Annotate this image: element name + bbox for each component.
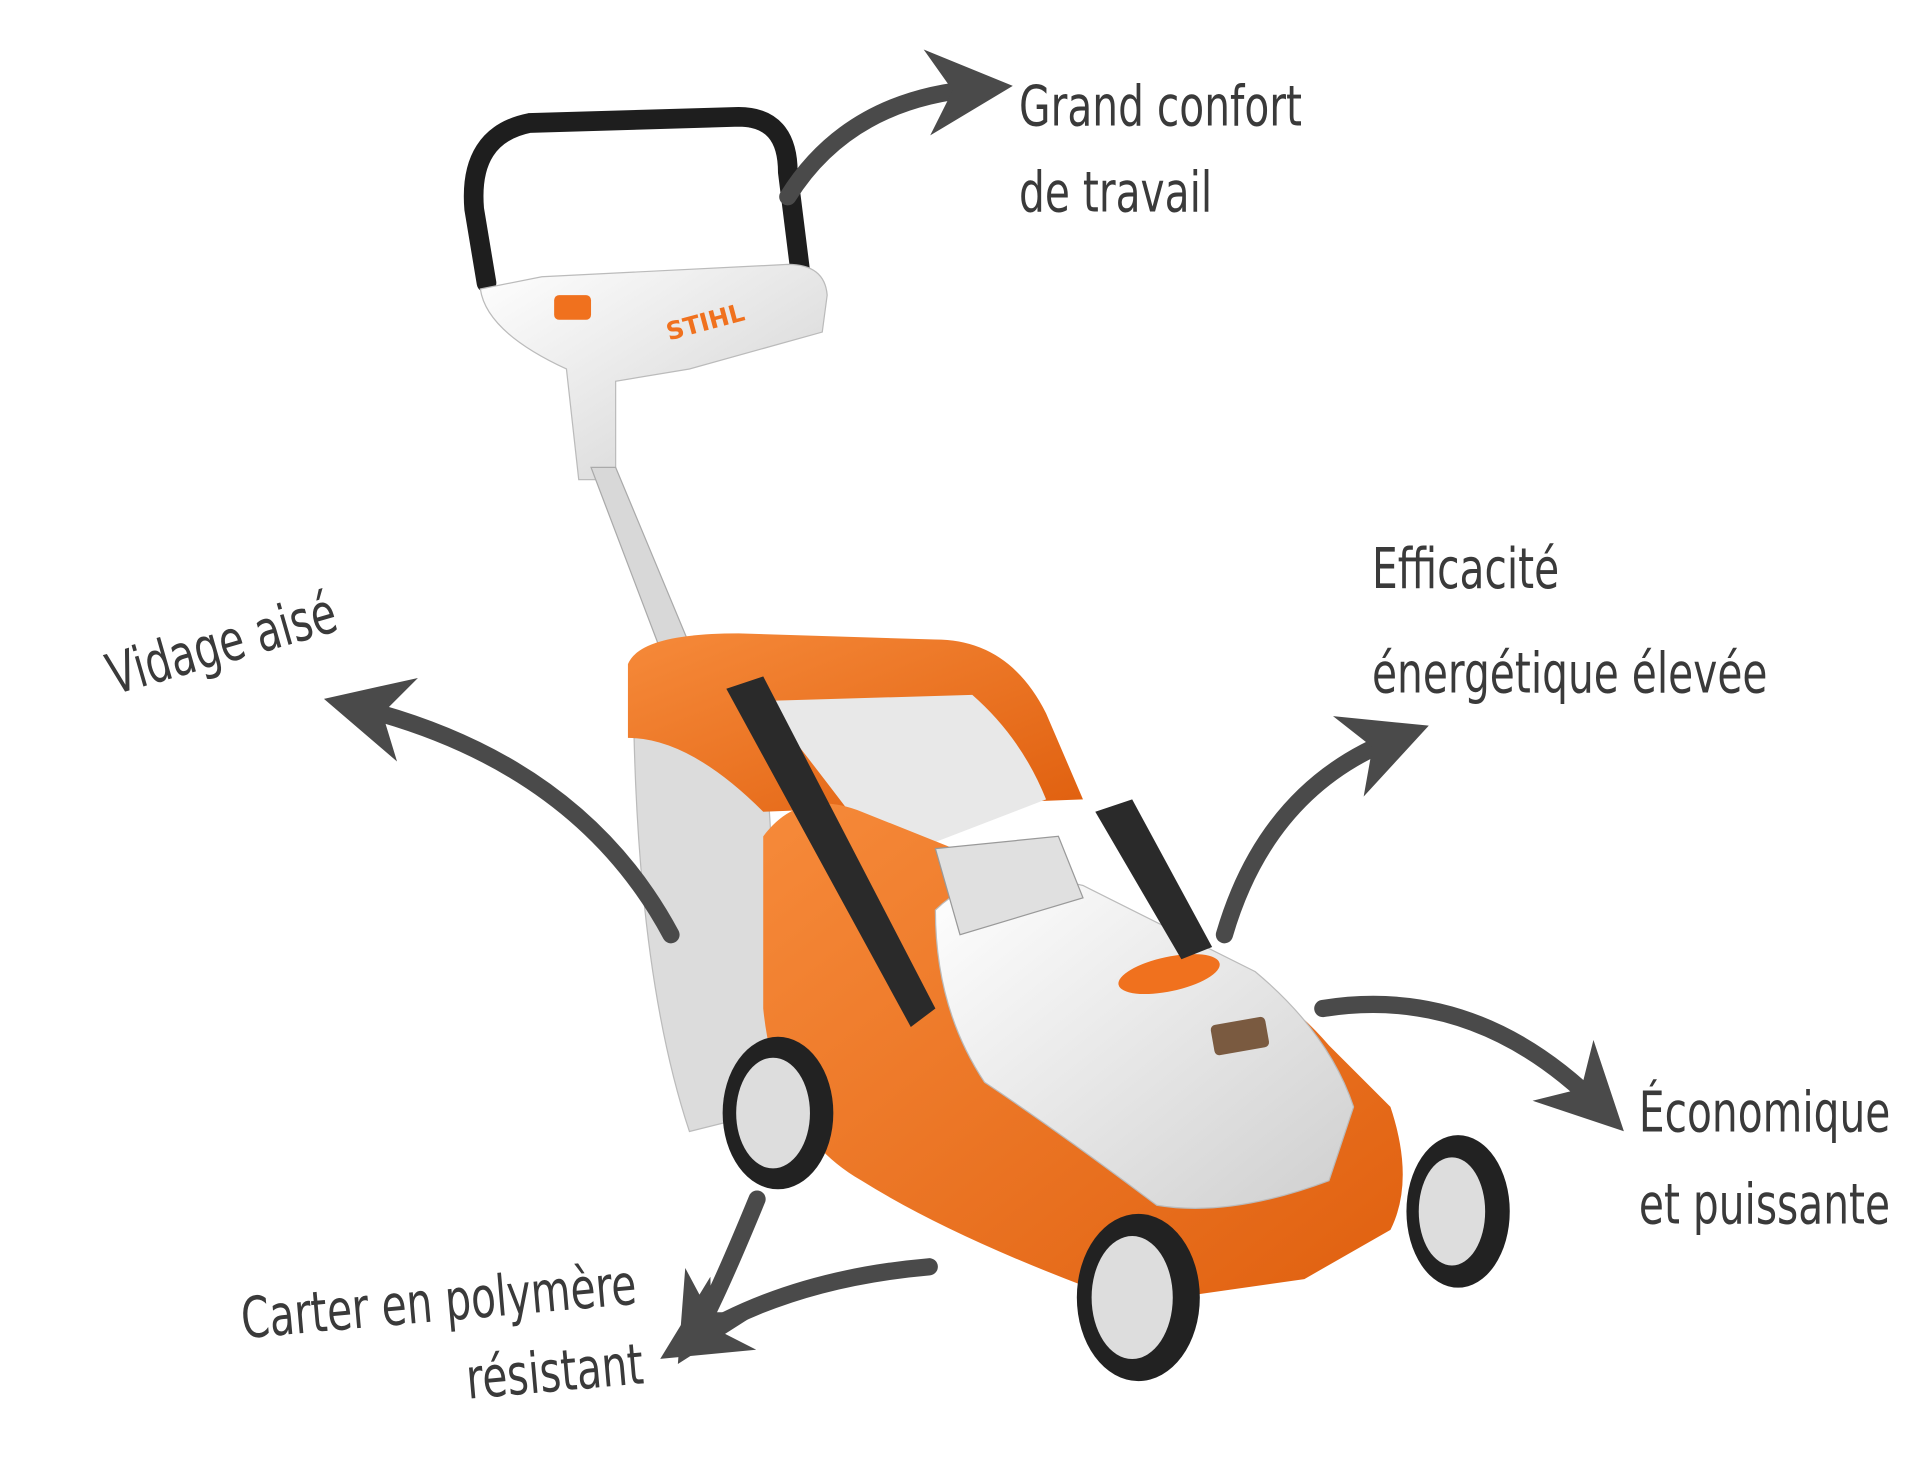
battery-icon	[554, 295, 592, 320]
handle-grip	[463, 106, 810, 293]
handle-control	[479, 263, 828, 481]
arrow-economy	[1314, 995, 1624, 1132]
handle-arm-right	[1095, 799, 1213, 960]
wheel-front-right	[1406, 1135, 1510, 1288]
model-badge	[1118, 954, 1220, 995]
arrow-housing-2	[660, 1258, 938, 1359]
feature-label-comfort-2: de travail	[1019, 159, 1212, 226]
feature-label-efficiency-2: énergétique élevée	[1372, 640, 1767, 707]
control-panel	[1210, 1016, 1270, 1056]
feature-label-emptying: Vidage aisé	[99, 579, 344, 708]
arrow-efficiency	[1215, 716, 1429, 944]
wheel-rear	[722, 1036, 834, 1190]
arrow-emptying	[323, 677, 680, 944]
arrow-comfort	[779, 49, 1013, 206]
lawnmower-image: STIHL	[463, 106, 1510, 1382]
feature-label-housing-2: résistant	[463, 1331, 645, 1413]
feature-label-economy-1: Économique	[1639, 1078, 1890, 1146]
wheel-front-left	[1076, 1213, 1200, 1382]
feature-label-efficiency-1: Efficacité	[1372, 535, 1559, 602]
lid-window	[763, 694, 1047, 861]
feature-label-economy-2: et puissante	[1639, 1171, 1890, 1238]
handle-arm-left	[726, 676, 936, 1027]
grass-box	[633, 712, 789, 1133]
carry-handle	[934, 835, 1084, 936]
feature-label-comfort-1: Grand confort	[1019, 73, 1302, 140]
